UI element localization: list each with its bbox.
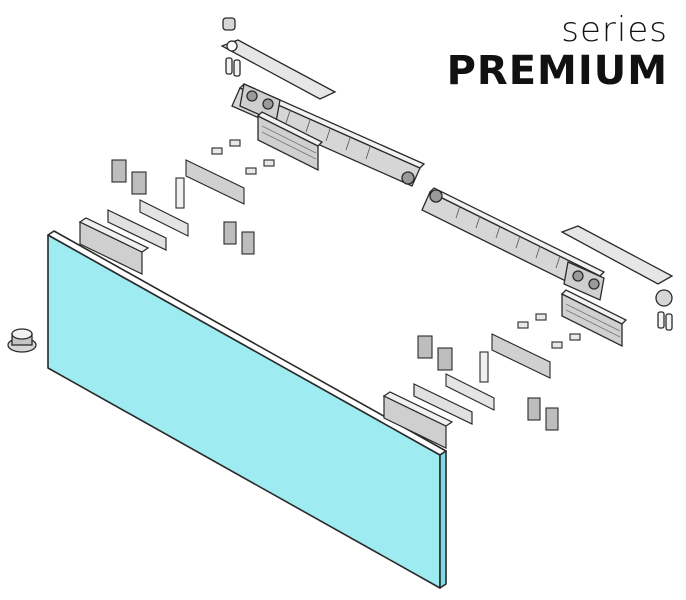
track-rail-upper: [231, 83, 426, 187]
brand-logo: series PREMIUM: [447, 12, 668, 94]
damper-arm-upper: [220, 17, 337, 100]
floor-guide: [7, 328, 37, 353]
roller-carriage-right: [563, 261, 605, 301]
profile-plate-lower: [560, 289, 628, 348]
product-label: PREMIUM: [446, 48, 668, 94]
clamp-plate-left: [78, 209, 167, 275]
damper-arm-lower: [560, 225, 674, 331]
hardware-cluster-left: [111, 139, 275, 255]
profile-plate-upper: [256, 111, 324, 172]
series-label: series: [561, 10, 668, 50]
hardware-cluster-right: [417, 313, 581, 431]
glass-panel: [47, 230, 447, 589]
clamp-plate-right: [382, 383, 473, 449]
